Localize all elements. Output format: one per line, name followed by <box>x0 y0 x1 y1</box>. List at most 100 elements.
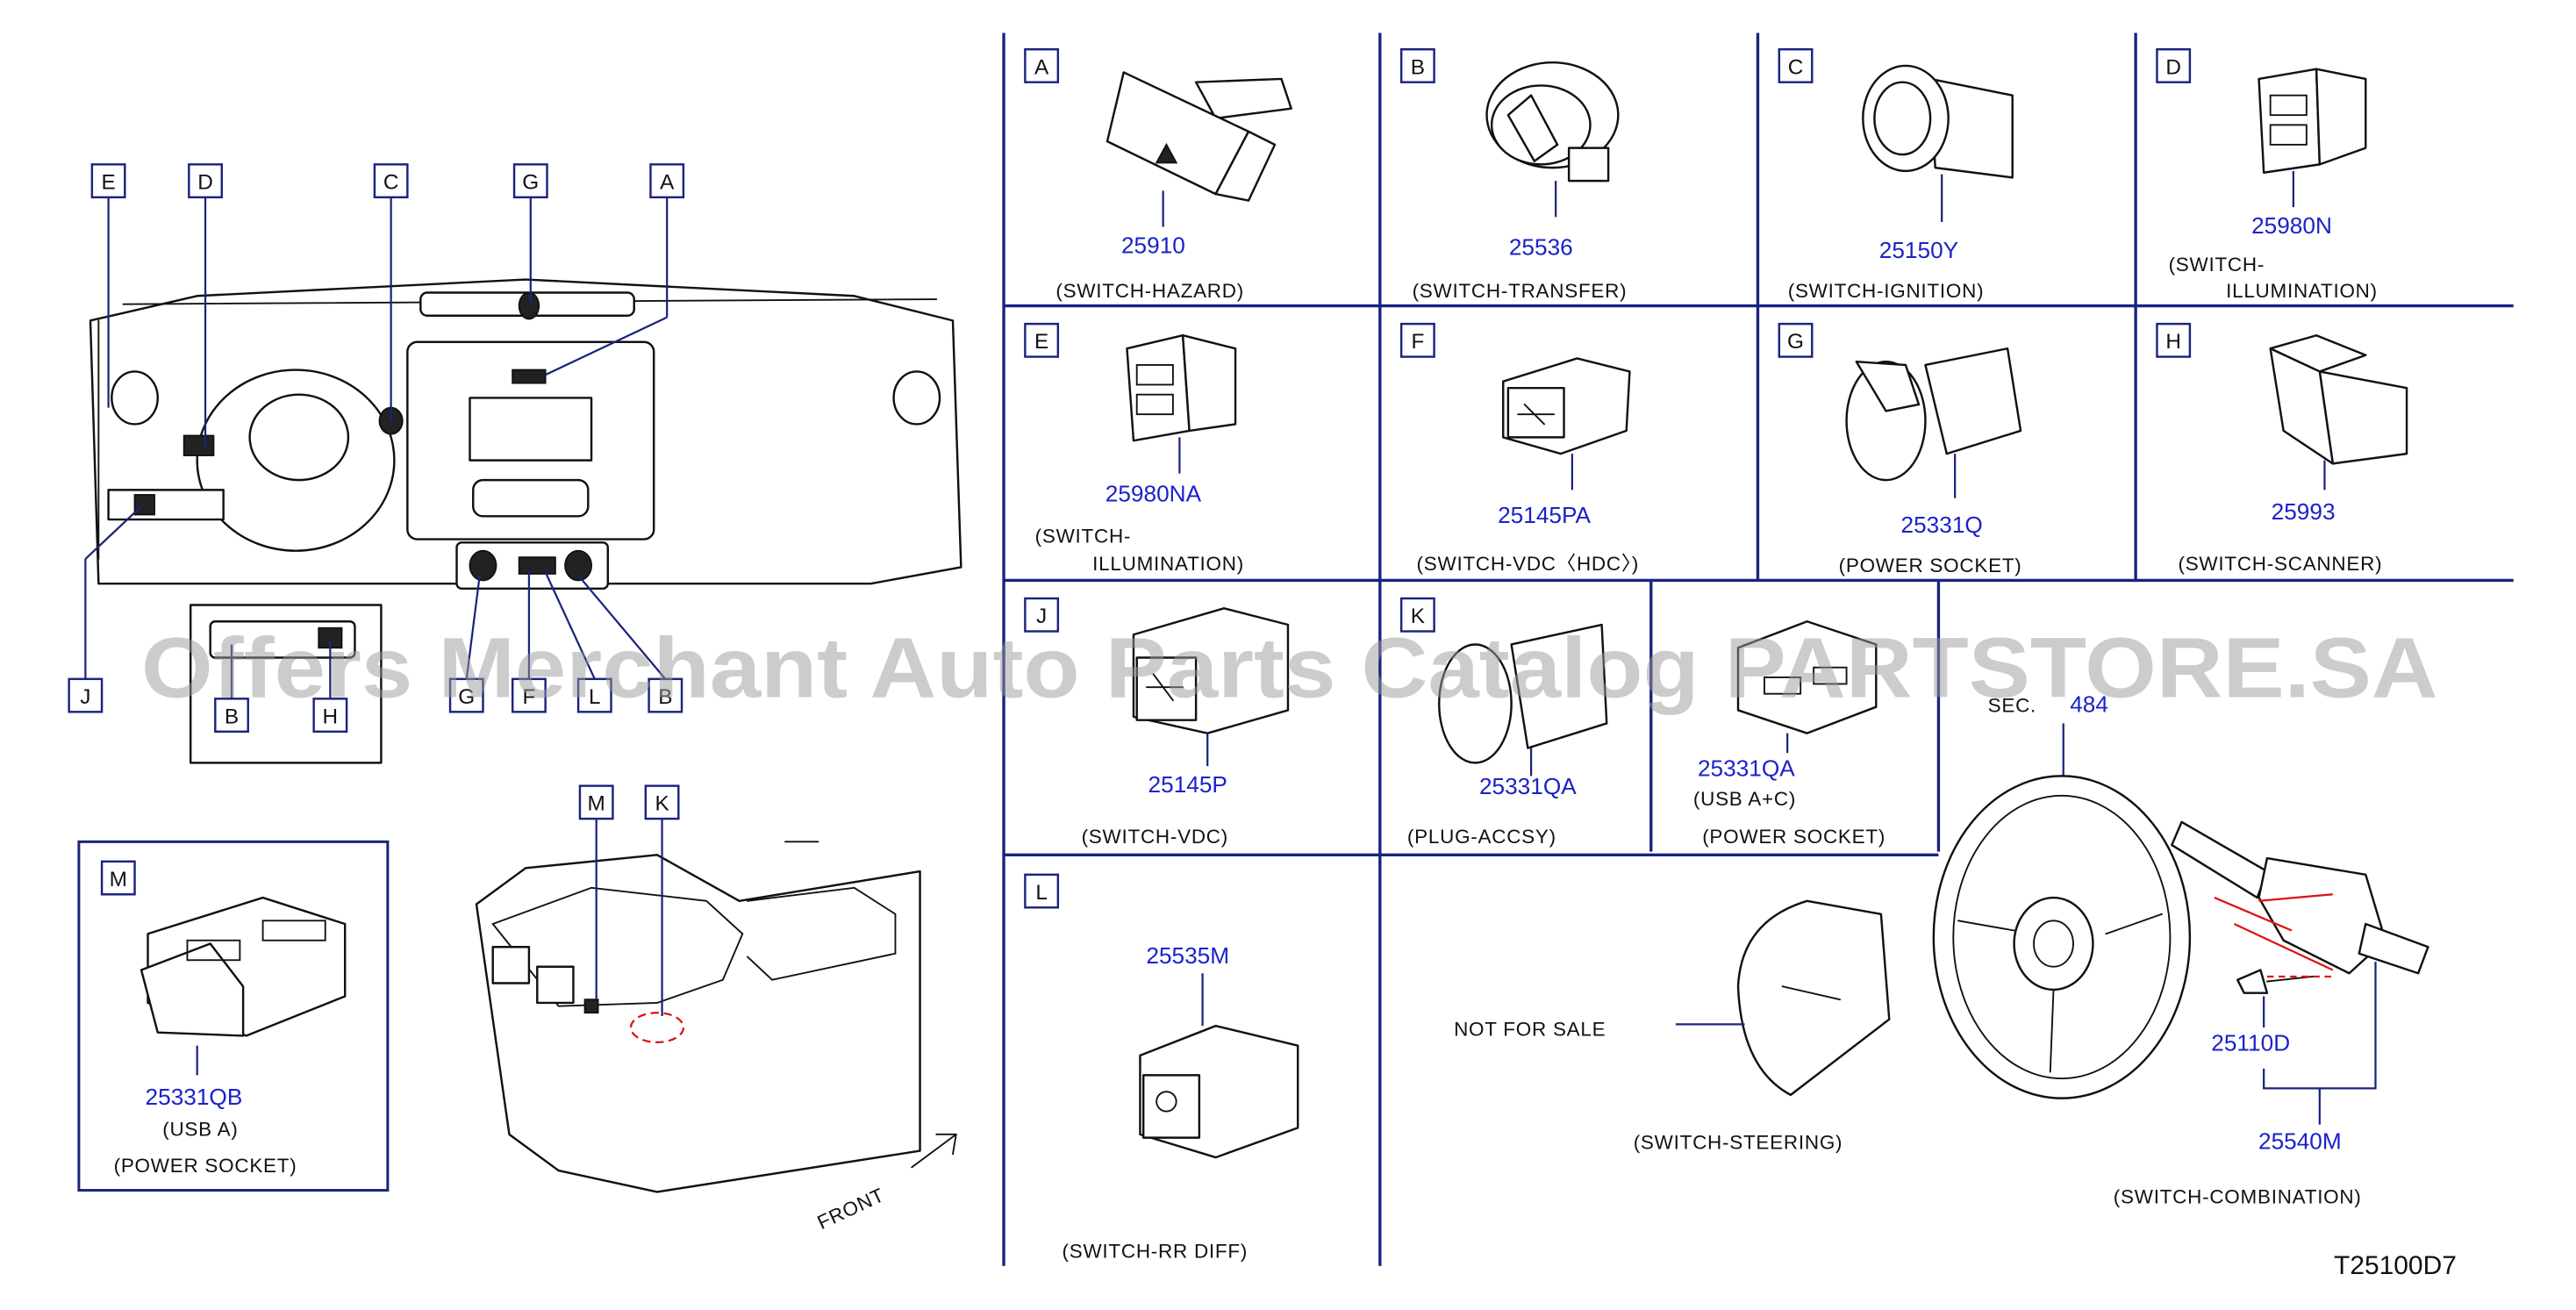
power-socket-g-drawing <box>1845 347 2022 498</box>
callout-b-small: B <box>214 698 249 734</box>
callout-m: M <box>578 784 614 820</box>
part-number-k: 25331QA <box>1479 773 1577 799</box>
caption-c: (SWITCH-IGNITION) <box>1788 280 1985 302</box>
part-number-a: 25910 <box>1121 233 1185 259</box>
hazard-switch-drawing <box>1106 71 1292 227</box>
part-number-g: 25331Q <box>1901 512 1983 538</box>
caption-steering: (SWITCH-STEERING) <box>1634 1132 1843 1154</box>
callout-l: L <box>576 677 612 713</box>
svg-text:F: F <box>522 685 535 709</box>
callout-f: F <box>511 677 547 713</box>
panel-letter-a: A <box>1024 47 1060 83</box>
svg-text:B: B <box>658 685 672 709</box>
caption-d-line1: (SWITCH- <box>2169 254 2265 276</box>
callout-g-lower: G <box>448 677 484 713</box>
steering-switch-drawing <box>1675 899 1891 1097</box>
ignition-switch-drawing <box>1862 64 2014 222</box>
note-m: (USB A) <box>162 1119 238 1141</box>
svg-text:E: E <box>1034 330 1048 354</box>
svg-text:G: G <box>1787 330 1804 354</box>
part-number-m: 25331QB <box>146 1084 243 1110</box>
caption-k: (PLUG-ACCSY) <box>1407 826 1556 848</box>
caption-b: (SWITCH-TRANSFER) <box>1413 280 1628 302</box>
part-number-h: 25993 <box>2272 498 2336 525</box>
svg-text:K: K <box>655 792 669 816</box>
panel-letter-d: D <box>2156 47 2192 83</box>
svg-text:L: L <box>1035 881 1048 905</box>
front-arrow-icon <box>911 1133 957 1169</box>
part-number-d: 25980N <box>2251 212 2332 239</box>
note-k2: (USB A+C) <box>1693 788 1796 810</box>
callout-a: A <box>649 163 685 199</box>
panel-letter-h: H <box>2156 322 2192 358</box>
vdc-switch-drawing <box>1132 607 1290 767</box>
overview-leaders <box>84 197 669 699</box>
svg-text:K: K <box>1411 605 1425 628</box>
part-number-j: 25145P <box>1148 771 1227 798</box>
part-number-screw: 25110D <box>2211 1029 2290 1056</box>
svg-text:A: A <box>1034 55 1049 79</box>
caption-d-line2: ILLUMINATION) <box>2226 280 2378 302</box>
caption-a: (SWITCH-HAZARD) <box>1055 280 1244 302</box>
panel-m-frame <box>77 840 390 1192</box>
caption-l: (SWITCH-RR DIFF) <box>1062 1240 1248 1262</box>
vdc-hdc-switch-drawing <box>1502 357 1631 490</box>
svg-text:D: D <box>2165 55 2181 79</box>
caption-h: (SWITCH-SCANNER) <box>2178 553 2382 575</box>
svg-text:C: C <box>383 170 399 194</box>
part-number-k2: 25331QA <box>1698 755 1795 781</box>
svg-text:J: J <box>1036 605 1047 628</box>
svg-text:C: C <box>1788 55 1804 79</box>
usb-a-socket-drawing <box>140 896 347 1076</box>
panel-grid <box>1002 32 2514 1266</box>
caption-e-line1: (SWITCH- <box>1035 525 1132 547</box>
svg-text:H: H <box>2165 330 2181 354</box>
part-number-c: 25150Y <box>1879 237 1958 263</box>
caption-j: (SWITCH-VDC) <box>1082 826 1228 848</box>
svg-text:G: G <box>458 685 475 709</box>
panel-letter-g: G <box>1778 322 1814 358</box>
panel-letter-e: E <box>1024 322 1060 358</box>
not-for-sale-label: NOT FOR SALE <box>1454 1018 1606 1040</box>
part-number-b: 25536 <box>1509 233 1573 260</box>
callout-j: J <box>68 677 104 713</box>
part-number-f: 25145PA <box>1498 502 1591 528</box>
plug-accessory-drawing <box>1438 623 1608 777</box>
svg-text:M: M <box>110 868 127 891</box>
panel-letter-l: L <box>1024 873 1060 909</box>
caption-f: (SWITCH-VDC〈HDC〉) <box>1417 553 1640 575</box>
front-label: FRONT <box>814 1184 888 1234</box>
svg-text:A: A <box>660 170 675 194</box>
panel-letter-c: C <box>1778 47 1814 83</box>
usb-ac-socket-drawing <box>1736 620 1878 754</box>
caption-m: (POWER SOCKET) <box>114 1155 297 1177</box>
combination-switch-drawing <box>2171 820 2429 1125</box>
part-number-combination: 25540M <box>2258 1128 2342 1155</box>
svg-text:M: M <box>588 792 605 816</box>
caption-e-line2: ILLUMINATION) <box>1092 553 1244 575</box>
section-prefix: SEC. <box>1988 694 2036 716</box>
caption-k2: (POWER SOCKET) <box>1702 826 1885 848</box>
transfer-switch-drawing <box>1485 61 1620 218</box>
panel-letter-m: M <box>100 860 136 896</box>
dashboard-drawing <box>89 278 962 764</box>
illumination-switch-e-drawing <box>1126 334 1237 474</box>
svg-text:E: E <box>101 170 115 194</box>
callout-d: D <box>188 163 223 199</box>
callout-b-lower: B <box>648 677 683 713</box>
caption-combination: (SWITCH-COMBINATION) <box>2114 1186 2362 1208</box>
callout-g: G <box>512 163 548 199</box>
svg-text:F: F <box>1411 330 1424 354</box>
panel-letter-k: K <box>1399 597 1435 633</box>
panel-letter-b: B <box>1399 47 1435 83</box>
diagram-code: T25100D7 <box>2334 1251 2457 1280</box>
watermark-text: Offers Merchant Auto Parts Catalog PARTS… <box>141 619 2438 715</box>
part-number-l: 25535M <box>1146 942 1229 969</box>
illumination-switch-d-drawing <box>2258 68 2367 208</box>
panel-letter-f: F <box>1399 322 1435 358</box>
svg-text:B: B <box>1411 55 1425 79</box>
steering-wheel-drawing <box>1932 775 2192 1099</box>
svg-text:G: G <box>522 170 539 194</box>
